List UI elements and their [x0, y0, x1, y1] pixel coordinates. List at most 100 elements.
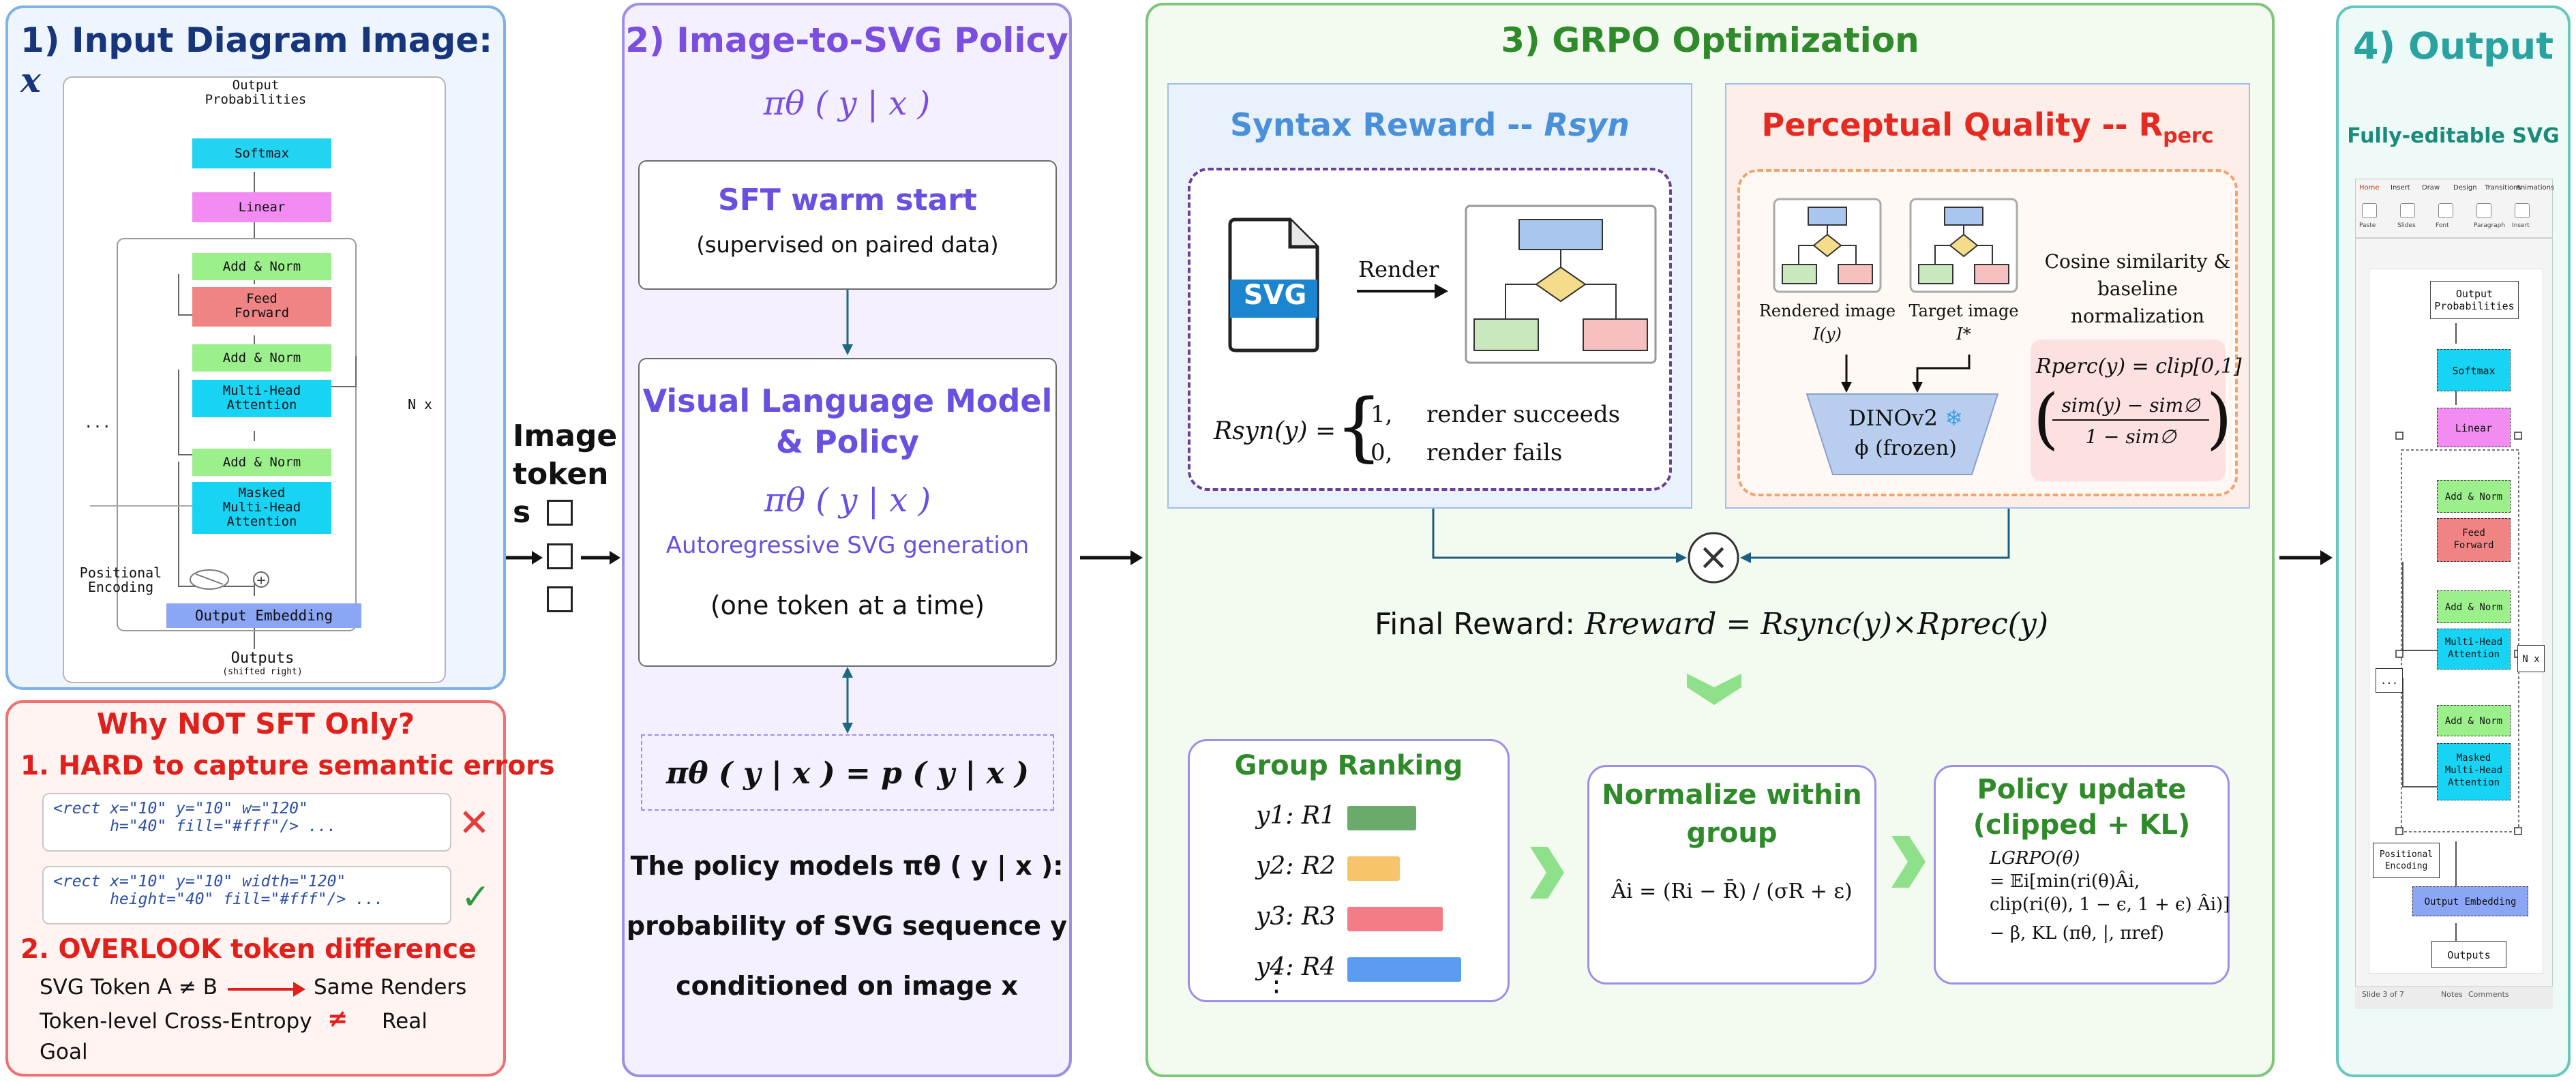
rperc-formula-box — [2031, 340, 2226, 481]
ce-line-2: Goal — [40, 1040, 88, 1064]
code-good-box: <rect x="10" y="10" width="120" height="… — [42, 866, 451, 925]
ribbon-divider — [2355, 237, 2553, 239]
grpo-title: 3) GRPO Optimization — [1501, 20, 1919, 60]
normalize-box — [1587, 765, 1876, 985]
ce-neq: ≠ — [327, 1005, 348, 1033]
linear-block: Linear — [192, 192, 331, 222]
ppt-status-bar — [2355, 986, 2553, 1009]
ribbon-group-icon[interactable] — [2438, 203, 2453, 218]
ribbon-group-icon[interactable] — [2476, 203, 2491, 218]
ranking-bar — [1347, 856, 1400, 881]
input-diagram-title-var: x — [20, 60, 41, 100]
feed-forward-block: Feed Forward — [192, 287, 331, 327]
code-bad-box: <rect x="10" y="10" w="120" h="40" fill=… — [42, 793, 451, 852]
policy-update-line-3: clip(ri(θ), 1 − ϵ, 1 + ϵ) Âi)] — [1990, 895, 2230, 915]
svg-file-icon — [1228, 217, 1319, 352]
ribbon-group-label: Slides — [2397, 222, 2416, 229]
token-line-left: SVG Token A ≠ B — [40, 975, 218, 1000]
ribbon-tab[interactable]: Draw — [2422, 184, 2440, 192]
final-reward: Final Reward: Rreward = Rsync(y)×Rprec(y… — [1282, 607, 2141, 642]
why-point-2: 2. OVERLOOK token difference — [20, 934, 477, 965]
ribbon-group-icon[interactable] — [2400, 203, 2415, 218]
normalize-title: Normalize within group — [1602, 779, 1862, 849]
ranking-bar — [1347, 957, 1461, 982]
dino-encoder-shape — [1806, 355, 1999, 475]
ranking-label: y3: R3 — [1256, 903, 1336, 931]
multi-head-attention-block: Multi-Head Attention — [192, 380, 331, 417]
status-comments[interactable]: Comments — [2468, 990, 2509, 999]
svg-dots[interactable]: ... — [2376, 668, 2403, 693]
token-line-right: Same Renders — [314, 975, 467, 1000]
dino-label: DINOv2 ❄ — [1793, 405, 2018, 431]
ranking-label: y1: R1 — [1256, 802, 1336, 830]
ribbon-group-label: Paragraph — [2474, 222, 2506, 229]
ribbon-tab[interactable]: Design — [2453, 184, 2477, 192]
ribbon-tab[interactable]: Home — [2359, 184, 2380, 192]
svg-output-probs[interactable]: Output Probabilities — [2430, 281, 2519, 319]
case-2-value: 0, — [1371, 439, 1393, 466]
syntax-reward-var: Rsyn — [1544, 106, 1630, 143]
cross-icon: ✕ — [458, 801, 490, 845]
add-norm-block-low: Add & Norm — [192, 449, 331, 476]
add-norm-block-mid: Add & Norm — [192, 344, 331, 372]
ribbon-group-icon[interactable] — [2362, 203, 2377, 218]
vlm-title: Visual Language Model & Policy — [642, 382, 1053, 460]
case-1-value: 1, — [1371, 401, 1393, 428]
combine-connectors — [1432, 509, 2010, 584]
snowflake-icon: ❄ — [1945, 405, 1963, 431]
rsyn-lhs: Rsyn(y) = — [1214, 417, 1336, 445]
ranking-bar — [1347, 806, 1416, 830]
syntax-reward-title-text: Syntax Reward -- — [1229, 106, 1544, 143]
cosine-label: Cosine similarity & baseline normalizati… — [2044, 250, 2231, 327]
sft-subtitle: (supervised on paired data) — [696, 232, 999, 258]
add-norm-block-top: Add & Norm — [192, 253, 331, 280]
svg-add-norm-1[interactable]: Add & Norm — [2437, 480, 2511, 513]
svg-feed-forward[interactable]: Feed Forward — [2437, 518, 2511, 562]
policy-desc-1: The policy models πθ ( y | x ): — [630, 851, 1064, 881]
policy-panel-title: 2) Image-to-SVG Policy — [625, 20, 1068, 60]
rperc-numerator: sim(y) − sim∅ — [2052, 394, 2209, 421]
rperc-paren-right: ) — [2206, 380, 2232, 457]
svg-mha[interactable]: Multi-Head Attention — [2437, 629, 2511, 670]
dots-label: ... — [84, 415, 111, 432]
output-probabilities-label: Output Probabilities — [205, 78, 307, 107]
ranking-bar — [1347, 907, 1443, 931]
status-notes[interactable]: Notes — [2441, 990, 2463, 999]
final-reward-formula: Rreward = Rsync(y)×Rprec(y) — [1585, 607, 2048, 642]
ribbon-tab[interactable]: Transitions — [2485, 184, 2521, 192]
svg-softmax[interactable]: Softmax — [2437, 349, 2511, 391]
rsyn-brace: { — [1335, 382, 1383, 470]
input-diagram-title-text: 1) Input Diagram Image: — [20, 20, 493, 60]
syntax-reward-title: Syntax Reward -- Rsyn — [1167, 106, 1692, 143]
policy-update-title: Policy update (clipped + KL) — [1973, 774, 2191, 841]
image-token-box-1 — [547, 500, 573, 526]
why-point-1: 1. HARD to capture semantic errors — [20, 751, 555, 781]
ribbon-tab[interactable]: Insert — [2391, 184, 2410, 192]
svg-outputs[interactable]: Outputs — [2431, 941, 2506, 968]
case-2-text: render fails — [1426, 439, 1563, 466]
right-chevron-icon-2 — [1891, 836, 1926, 888]
vlm-subtitle-2: (one token at a time) — [710, 590, 985, 620]
perceptual-title-sub: perc — [2163, 124, 2214, 149]
token-arrow — [228, 982, 305, 997]
svg-nx[interactable]: N x — [2517, 645, 2545, 672]
svg-pos-enc[interactable]: Positional Encoding — [2373, 843, 2440, 878]
ribbon-tab[interactable]: Animations — [2516, 184, 2555, 192]
ce-line-left: Token-level Cross-Entropy — [40, 1009, 312, 1034]
target-image-thumb — [1909, 198, 2018, 293]
svg-linear[interactable]: Linear — [2437, 408, 2511, 447]
masked-attention-block: Masked Multi-Head Attention — [192, 482, 331, 534]
svg-add-norm-3[interactable]: Add & Norm — [2437, 705, 2511, 736]
policy-update-line-4: − β, KL (πθ, |, πref) — [1990, 923, 2164, 944]
ribbon-group-icon[interactable] — [2515, 203, 2530, 218]
svg-output-embedding[interactable]: Output Embedding — [2412, 886, 2528, 916]
policy-update-line-2: = 𝔼i[min(ri(θ)Âi, — [1990, 871, 2140, 892]
svg-add-norm-2[interactable]: Add & Norm — [2437, 590, 2511, 623]
final-reward-label: Final Reward: — [1374, 607, 1585, 642]
outputs-label: Outputs — [230, 650, 295, 667]
svg-masked-mha[interactable]: Masked Multi-Head Attention — [2437, 743, 2511, 800]
output-embedding-block: Output Embedding — [166, 603, 361, 628]
image-token-box-3 — [547, 586, 573, 612]
nx-label: N x — [407, 396, 433, 412]
